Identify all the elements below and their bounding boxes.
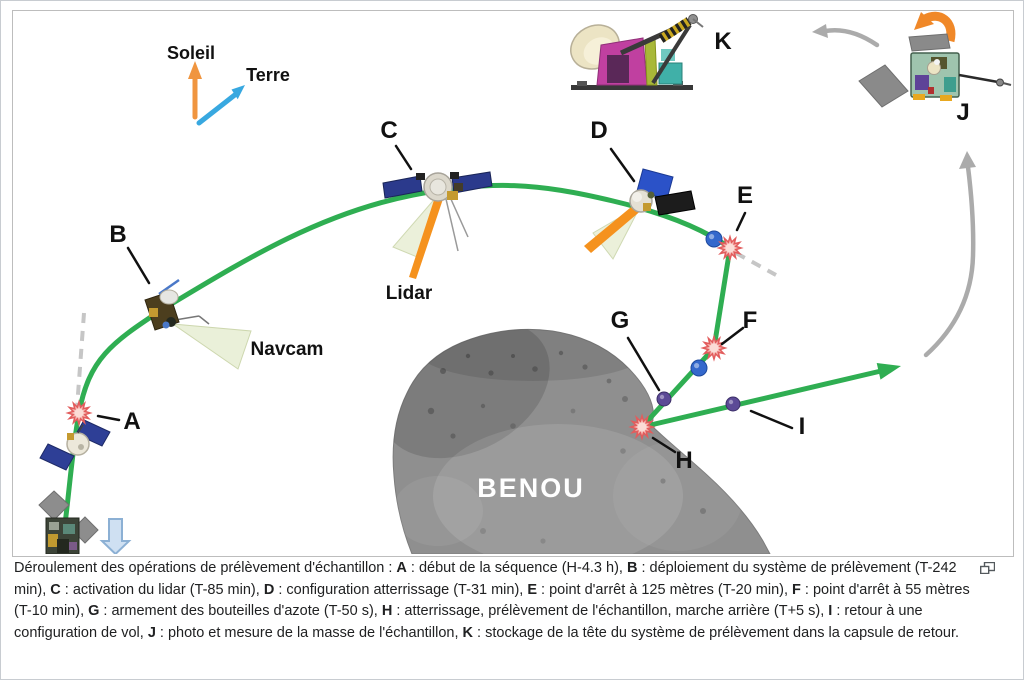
rotation-arrowhead: [914, 12, 934, 30]
sun-label: Soleil: [167, 43, 215, 63]
trajectory-arrowhead: [876, 363, 901, 380]
magnify-icon[interactable]: [979, 560, 996, 575]
rotation-arrow: [922, 11, 956, 43]
waypoint-label-f: F: [743, 307, 758, 334]
waypoint-label-j: J: [956, 99, 969, 126]
waypoint-label-a: A: [123, 408, 140, 435]
navcam-label: Navcam: [251, 339, 324, 360]
dashed-line-approach: [75, 312, 86, 409]
spacecraft-start: [38, 490, 99, 554]
navcam-cone: [171, 323, 252, 370]
down-direction-arrow: [99, 518, 132, 554]
dot-blue-e: [705, 230, 723, 248]
spacecraft-d: [584, 168, 696, 260]
lidar-beam-d: [584, 203, 643, 253]
waypoint-label-h: H: [675, 447, 692, 474]
waypoint-label-g: G: [611, 307, 630, 334]
earth-arrowhead: [231, 85, 245, 100]
asteroid-benou: BENOU: [392, 328, 771, 554]
spacecraft-k: [570, 14, 704, 90]
trajectory-backaway-h-i: [639, 368, 884, 430]
lidar-beam: [409, 197, 443, 279]
lidar-label: Lidar: [386, 283, 433, 304]
dot-blue-f: [690, 359, 708, 377]
waypoint-label-d: D: [590, 117, 607, 144]
waypoint-label-c: C: [380, 117, 397, 144]
dot-purple-i: [725, 396, 741, 412]
gray-return-arrow: [923, 151, 976, 358]
figure-caption: Déroulement des opérations de prélèvemen…: [14, 558, 1009, 644]
waypoint-label-i: I: [799, 413, 806, 440]
diagram-image[interactable]: BENOU: [12, 10, 1014, 557]
spacecraft-j: [858, 11, 1012, 108]
spacecraft-b: [144, 278, 252, 370]
waypoint-label-b: B: [109, 221, 126, 248]
earth-label: Terre: [246, 65, 290, 85]
waypoint-labels: A B C D E F G H I J K: [96, 28, 970, 474]
waypoint-label-e: E: [737, 182, 753, 209]
dot-purple-g: [656, 391, 672, 407]
spacecraft-c: [382, 171, 493, 279]
direction-indicators: Soleil Terre: [167, 43, 290, 126]
spacecraft-a: [39, 419, 111, 471]
dashed-line-e: [735, 251, 777, 277]
figure-caption-text: Déroulement des opérations de prélèvemen…: [14, 560, 970, 641]
asteroid-label: BENOU: [477, 473, 585, 503]
waypoint-label-k: K: [714, 28, 732, 55]
earth-arrow: [196, 91, 239, 126]
trajectory-descent-e-f: [711, 245, 733, 351]
gray-depart-arrow: [812, 24, 880, 48]
sun-arrowhead: [188, 61, 202, 79]
